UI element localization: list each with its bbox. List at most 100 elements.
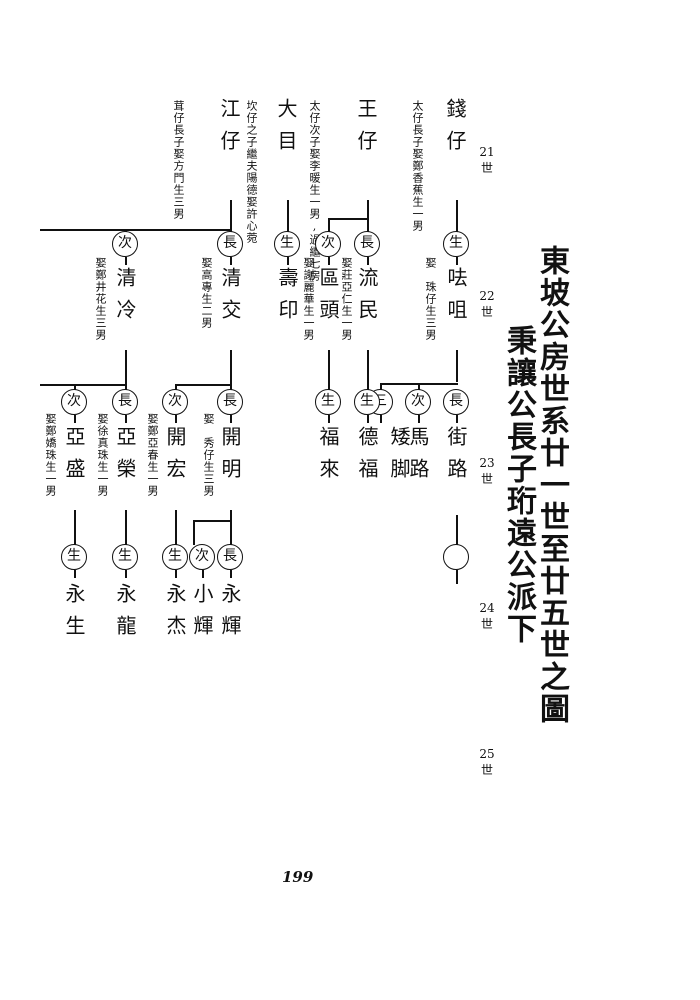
connector-line [74, 384, 76, 390]
person-note: 太仔次子娶李暖生一男,過繼七房 [308, 100, 321, 282]
person-name: 亞盛 [62, 426, 86, 490]
gen-marker-21: 21世 [479, 145, 495, 175]
connector-line [175, 384, 177, 390]
person-name: 德福 [355, 426, 379, 490]
seal-mark: 生 [112, 544, 138, 570]
seal-mark: 生 [354, 389, 380, 415]
gen-marker-22: 22世 [479, 289, 495, 319]
person-note: 娶 秀仔生三男 [202, 413, 215, 497]
connector-line [230, 350, 232, 390]
connector-line [230, 257, 232, 265]
person-name: 永龍 [113, 583, 137, 647]
connector-line [175, 510, 177, 545]
connector-line [456, 350, 458, 382]
person-name: 清冷 [113, 267, 137, 331]
connector-line [367, 257, 369, 265]
connector-line [367, 350, 369, 390]
connector-line [40, 229, 232, 231]
seal-mark: 生 [162, 544, 188, 570]
seal-mark: 生 [61, 544, 87, 570]
connector-line [456, 200, 458, 232]
gen-marker-24: 24世 [479, 601, 495, 631]
seal-mark: 次 [61, 389, 87, 415]
connector-line [456, 415, 458, 423]
connector-line [328, 257, 330, 265]
connector-line [380, 415, 382, 423]
seal-mark: 長 [443, 389, 469, 415]
person-note: 娶莊亞仁生一男 [340, 257, 353, 341]
person-name: 永生 [62, 583, 86, 647]
person-name: 江仔 [217, 98, 241, 162]
seal-mark: 長 [112, 389, 138, 415]
gen-marker-25: 25世 [479, 747, 495, 777]
person-name: 馬路 [406, 426, 430, 490]
connector-line [287, 200, 289, 232]
connector-line [125, 570, 127, 578]
seal-mark: 次 [315, 231, 341, 257]
seal-mark: 次 [189, 544, 215, 570]
connector-line [418, 383, 420, 390]
connector-line [328, 218, 330, 232]
person-name: 開宏 [163, 426, 187, 490]
connector-line [125, 510, 127, 545]
seal-mark: 長 [217, 389, 243, 415]
person-note: 娶謝麗華生一男 [302, 257, 315, 341]
connector-line [193, 520, 232, 522]
connector-line [367, 200, 369, 218]
seal-mark: 長 [354, 231, 380, 257]
person-name: 呿咀 [444, 267, 468, 331]
person-name: 小輝 [190, 583, 214, 647]
connector-line [328, 350, 330, 390]
connector-line [367, 218, 369, 232]
title-sub: 秉讓公長子珩遠公派下 [501, 325, 536, 645]
connector-line [193, 520, 195, 545]
connector-line [125, 350, 127, 390]
person-note: 娶鄭嬌珠生一男 [44, 413, 57, 497]
seal-mark: 生 [443, 231, 469, 257]
person-note: 娶徐真珠生一男 [96, 413, 109, 497]
connector-line [328, 415, 330, 423]
person-name: 街路 [444, 426, 468, 490]
person-note: 茸仔長子娶方門生三男 [172, 100, 185, 220]
seal-mark: 次 [162, 389, 188, 415]
person-name: 福來 [316, 426, 340, 490]
seal-mark: 次 [405, 389, 431, 415]
connector-line [125, 415, 127, 423]
person-name: 流民 [355, 267, 379, 331]
title-main: 東坡公房世系廿一世至廿五世之圖 [534, 245, 569, 725]
connector-line [230, 200, 232, 232]
person-note: 娶高專生二男 [200, 257, 213, 329]
person-name: 錢仔 [443, 98, 467, 162]
connector-line [74, 570, 76, 578]
connector-line [456, 515, 458, 545]
seal-mark: 長 [217, 544, 243, 570]
seal-mark: 生 [274, 231, 300, 257]
empty-seal-mark [443, 544, 469, 570]
seal-mark: 生 [315, 389, 341, 415]
person-name: 矮脚 [387, 426, 411, 490]
connector-line [175, 415, 177, 423]
connector-line [74, 415, 76, 423]
connector-line [230, 510, 232, 545]
person-name: 永輝 [218, 583, 242, 647]
connector-line [380, 383, 382, 390]
connector-line [230, 570, 232, 578]
person-note: 太仔長子娶鄭香蕉生一男 [411, 100, 424, 232]
page-number: 199 [282, 868, 314, 886]
person-note: 娶鄭井花生三男 [94, 257, 107, 341]
person-name: 開明 [218, 426, 242, 490]
person-name: 王仔 [354, 98, 378, 162]
gen-marker-23: 23世 [479, 456, 495, 486]
connector-line [230, 415, 232, 423]
connector-line [74, 510, 76, 545]
connector-line [456, 570, 458, 584]
connector-line [175, 384, 232, 386]
connector-line [456, 257, 458, 265]
connector-line [202, 570, 204, 578]
person-name: 區頭 [316, 267, 340, 331]
seal-mark: 長 [217, 231, 243, 257]
person-name: 永杰 [163, 583, 187, 647]
person-name: 亞榮 [113, 426, 137, 490]
connector-line [40, 384, 127, 386]
